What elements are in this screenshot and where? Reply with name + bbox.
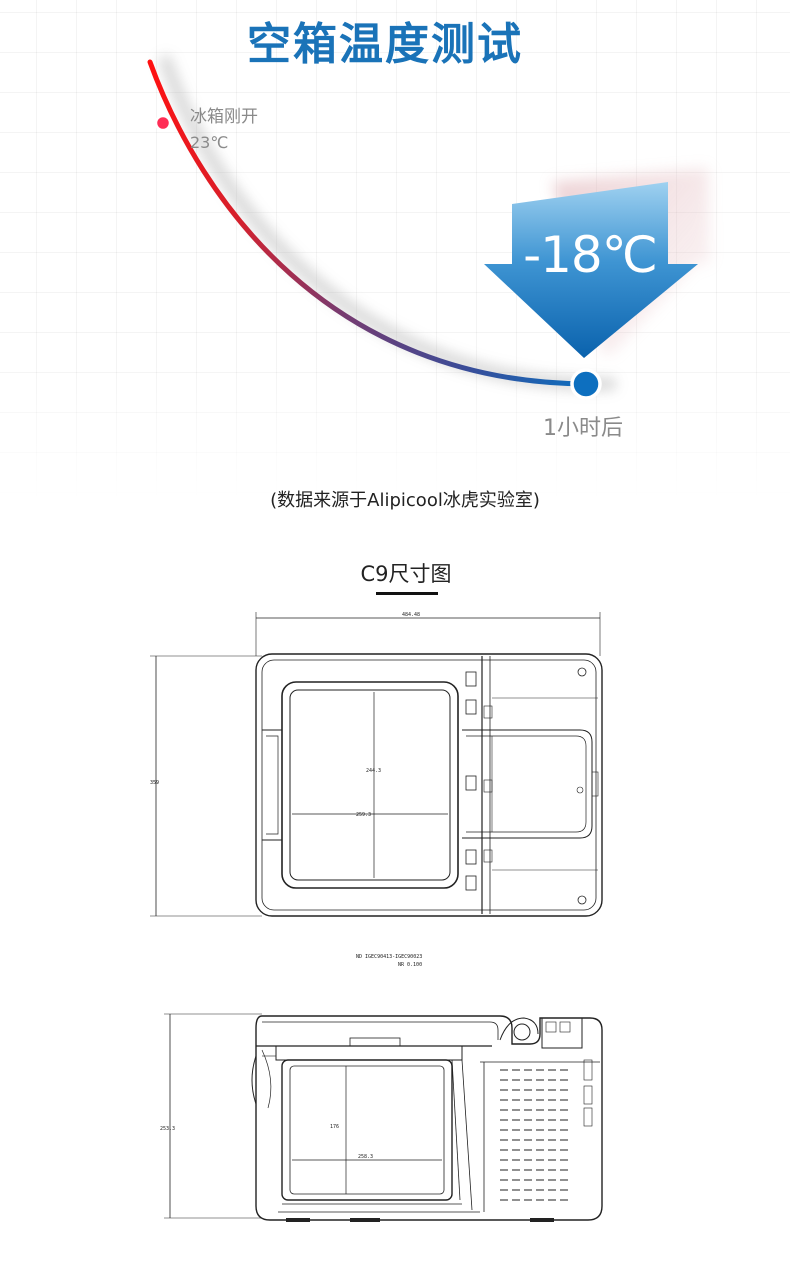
curve-line: [147, 59, 591, 387]
page-title: 空箱温度测试: [247, 19, 523, 70]
start-point: [154, 114, 172, 132]
side-inner-width: 258.3: [358, 1154, 373, 1160]
side-inner-height: 176: [330, 1124, 339, 1130]
top-view-drawing: 484.48 359: [150, 612, 603, 917]
start-temperature: 23℃: [190, 133, 229, 152]
start-annotation: 冰箱刚开 23℃: [190, 104, 258, 156]
drawing-note-line1: ND IGEC90413-IGEC90023: [356, 954, 422, 960]
arrow-shape: [484, 182, 698, 358]
vent-grille: [500, 1069, 568, 1201]
dimension-title: C9尺寸图: [360, 562, 452, 586]
cooling-arrow: -18℃: [482, 168, 714, 362]
top-overall-width: 484.48: [402, 612, 420, 618]
drawing-note-line2: NR 0.100: [398, 962, 422, 968]
side-view-drawing: 253.3 176 258.3: [160, 1013, 603, 1222]
top-inner-width: 259.3: [356, 812, 371, 818]
end-label: 1小时后: [543, 416, 623, 441]
dimension-title-underline: [376, 592, 438, 595]
end-point: [570, 368, 602, 400]
data-source-note: (数据来源于Alipicool冰虎实验室): [270, 490, 540, 511]
top-overall-height: 359: [150, 780, 159, 786]
start-label: 冰箱刚开: [190, 107, 258, 127]
dimension-drawing: 484.48 359: [0, 600, 790, 1274]
target-temperature: -18℃: [523, 226, 658, 284]
temperature-curve: [147, 55, 617, 400]
side-overall-height: 253.3: [160, 1126, 175, 1132]
top-inner-height: 244.3: [366, 768, 381, 774]
